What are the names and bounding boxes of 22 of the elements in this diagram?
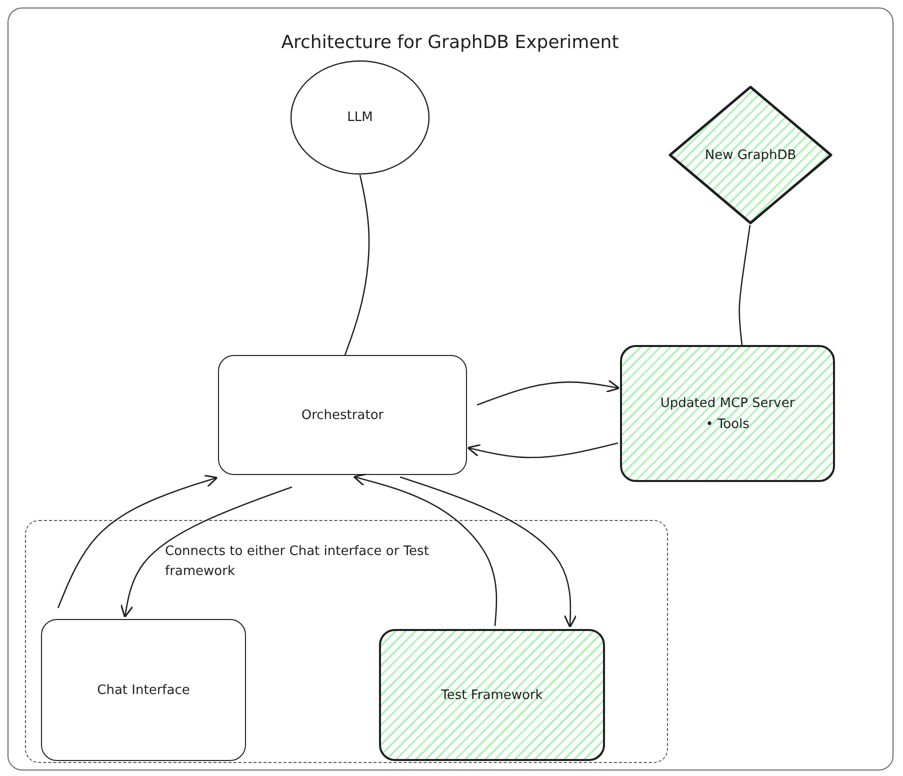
node-label: New GraphDB [704, 148, 796, 162]
node-label: Orchestrator [301, 408, 384, 422]
group-container [25, 520, 668, 763]
connector-line [344, 174, 370, 356]
process-box [41, 619, 246, 761]
connector-line [738, 224, 751, 346]
server-box [620, 345, 835, 482]
arrow [400, 476, 577, 628]
arrow [57, 474, 218, 608]
arrow [120, 486, 292, 618]
diagram-title: Architecture for GraphDB Experiment [280, 32, 620, 53]
node-label: Updated MCP Server [660, 396, 795, 410]
node-label: Chat Interface [97, 682, 190, 698]
process-box [218, 355, 467, 475]
annotation-text: Connects to either Chat interface or Test framework [165, 543, 430, 581]
node-label: LLM [347, 110, 373, 125]
arrow [353, 473, 498, 626]
node-label: Test Framework [441, 688, 543, 702]
bullet-item: • Tools [706, 416, 750, 432]
process-box [379, 629, 605, 761]
arrow [476, 380, 620, 406]
arrow [467, 442, 618, 458]
